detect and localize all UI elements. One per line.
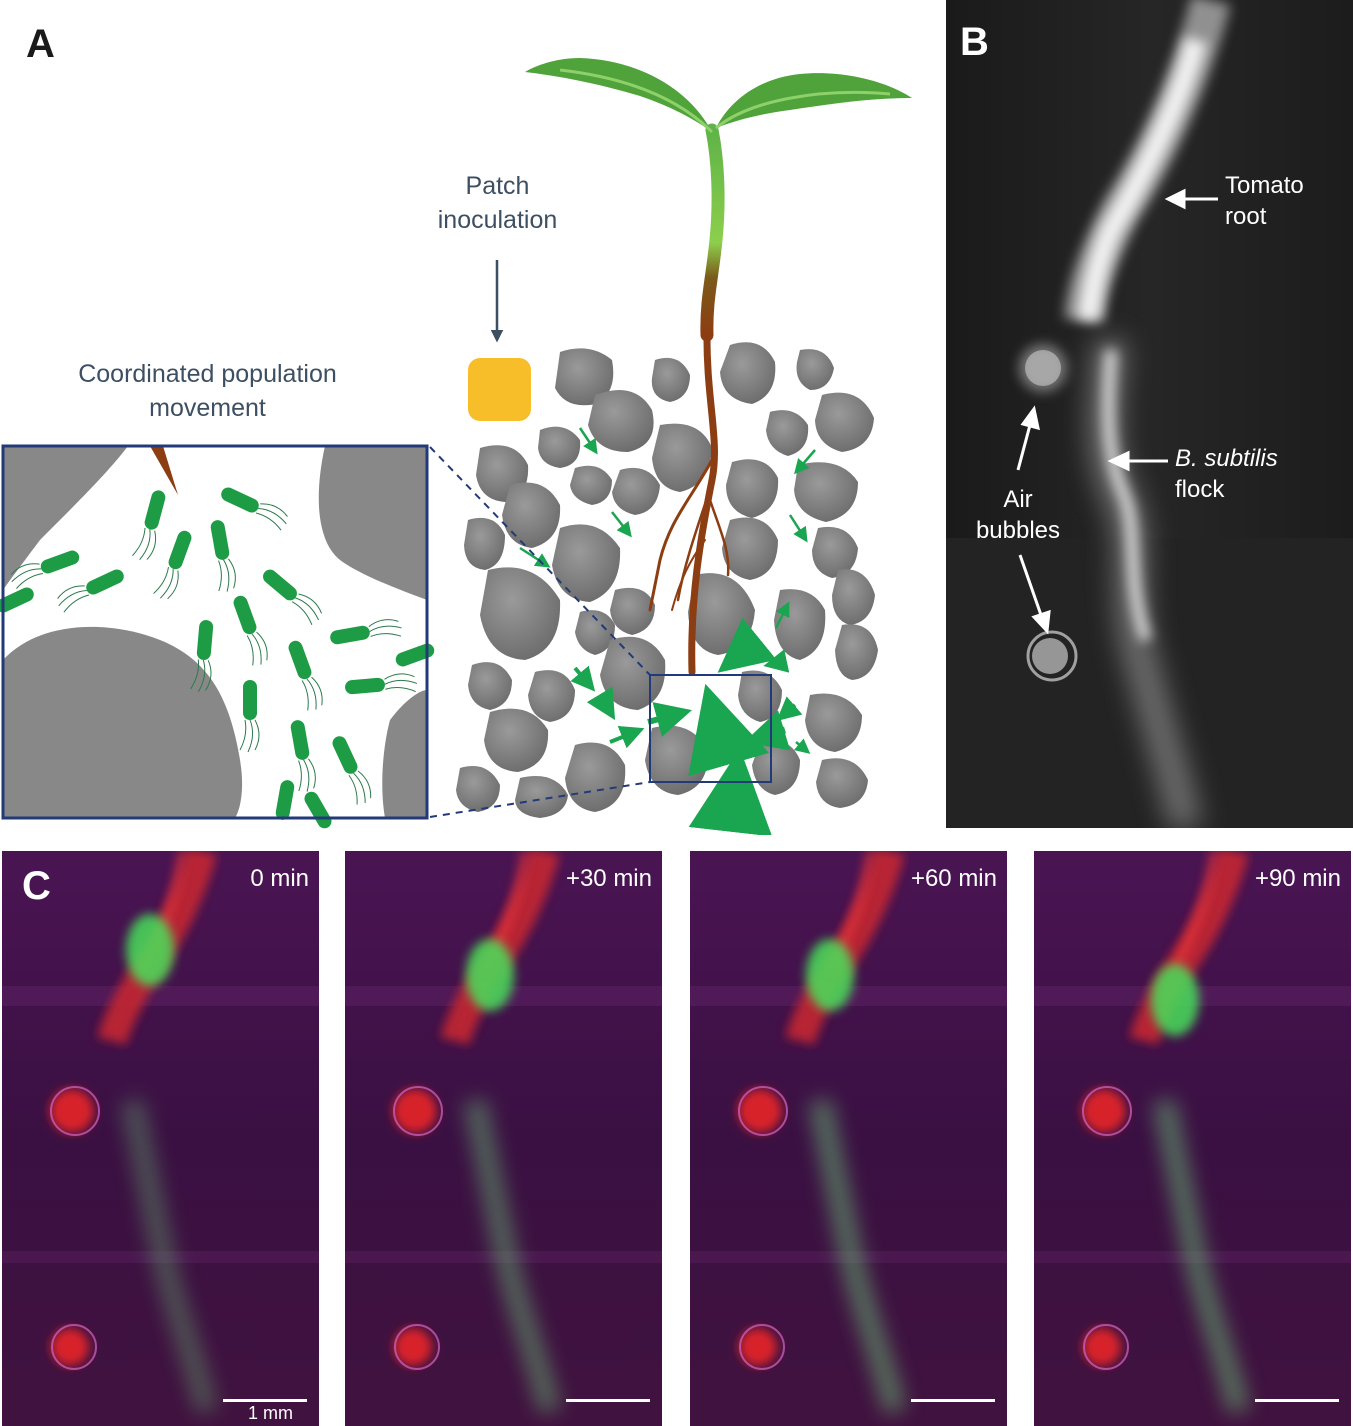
timelapse-frame: 0 min 1 mm (2, 851, 319, 1426)
panel-b-letter: B (960, 20, 989, 64)
panel-b-image (946, 0, 1353, 828)
frame-time-label: +60 min (910, 865, 997, 892)
scale-bar (223, 1399, 307, 1402)
timelapse-frame: +30 min (345, 851, 662, 1426)
plant-leaf-left (525, 58, 712, 132)
timelapse-frame: +60 min (690, 851, 1007, 1426)
scale-bar-label: 1 mm (248, 1403, 293, 1423)
frame-image (2, 851, 319, 1426)
scale-bar (1255, 1399, 1339, 1402)
bubbles-label-line1: Air (1003, 486, 1033, 513)
inset-label-line2: movement (149, 393, 266, 422)
inset-label-line1: Coordinated population (78, 360, 337, 388)
coordinated-movement-label: Coordinated population movement (20, 358, 395, 426)
frame-time-label: +90 min (1254, 865, 1341, 892)
movement-arrows-small (519, 427, 816, 754)
air-bubbles-label: Air bubbles (960, 484, 1076, 546)
plant-root (648, 326, 730, 676)
frame-time-label: 0 min (250, 865, 309, 892)
timelapse-frame: +90 min (1034, 851, 1351, 1426)
panel-b-micrograph (946, 0, 1353, 828)
plant-leaf-right-highlight (715, 91, 891, 130)
scale-bar (566, 1399, 650, 1402)
bubbles-label-line2: bubbles (975, 517, 1061, 545)
panel-c-letter: C (22, 864, 51, 908)
plant-leaf-left-highlight (559, 68, 714, 134)
panel-a-letter: A (26, 22, 55, 66)
flock-label: B. subtilis flock (1175, 443, 1278, 505)
frame-image (1034, 851, 1351, 1426)
root-label-line2: root (1225, 203, 1267, 231)
patch-label-line1: Patch (465, 172, 530, 200)
frame-image (345, 851, 662, 1426)
scale-bar (911, 1399, 995, 1402)
soil-particles (456, 342, 878, 818)
tomato-root-label: Tomato root (1225, 170, 1304, 232)
movement-arrows-large (570, 617, 803, 835)
flock-label-line2: flock (1175, 476, 1225, 504)
plant-stem (700, 123, 725, 342)
plant-leaf-right (716, 73, 912, 128)
flock-label-italic: B. subtilis (1175, 445, 1278, 472)
root-label-line1: Tomato (1225, 172, 1304, 199)
patch-inoculation-label: Patch inoculation (400, 170, 595, 238)
zoom-box (649, 674, 772, 783)
inset-zoom (0, 444, 435, 829)
panel-a-illustration (0, 58, 912, 835)
frame-time-label: +30 min (565, 865, 652, 892)
frame-image (690, 851, 1007, 1426)
inoculation-patch (468, 358, 531, 421)
patch-label-line2: inoculation (437, 205, 558, 234)
